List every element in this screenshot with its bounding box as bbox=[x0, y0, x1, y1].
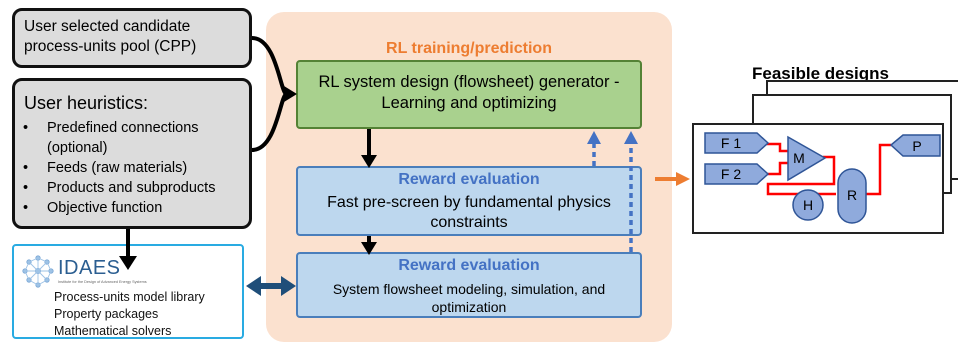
heuristics-title: User heuristics: bbox=[24, 93, 149, 113]
cpp-input-box: User selected candidate process-units po… bbox=[12, 8, 252, 68]
connectors-layer: F 1 F 2 M H R P bbox=[119, 36, 941, 296]
idaes-item: Property packages bbox=[54, 307, 159, 321]
idaes-reward2-arrowhead-right bbox=[281, 276, 296, 296]
reward-eval-title: Reward evaluation bbox=[398, 171, 540, 188]
idaes-reward2-arrowhead-left bbox=[246, 276, 261, 296]
to-feasible-designs-arrowhead bbox=[676, 172, 690, 186]
reward-eval-text: System flowsheet modeling, simulation, a… bbox=[332, 281, 606, 315]
user-heuristics-box: User heuristics: Predefined connections … bbox=[12, 78, 252, 229]
idaes-logo bbox=[22, 255, 54, 288]
heuristic-item: Objective function bbox=[21, 198, 253, 218]
idaes-item: Process-units model library bbox=[54, 290, 205, 304]
cpp-text: User selected candidate process-units po… bbox=[24, 18, 197, 55]
cpp-to-generator-arrow bbox=[251, 36, 288, 96]
heuristics-list: Predefined connections (optional) Feeds … bbox=[21, 118, 253, 218]
feed-unit-f2 bbox=[704, 163, 770, 185]
unit-label-f2: F 2 bbox=[721, 166, 741, 182]
heuristics-to-idaes-arrowhead bbox=[119, 256, 137, 270]
flowsheet-units bbox=[704, 132, 941, 224]
heuristic-item: Feeds (raw materials) bbox=[21, 158, 253, 178]
unit-label-r: R bbox=[847, 187, 857, 203]
rl-panel-title: RL training/prediction bbox=[386, 40, 552, 57]
heuristic-item: Products and subproducts bbox=[21, 178, 253, 198]
reward1-feedback-arrowhead bbox=[587, 131, 601, 144]
product-unit-p bbox=[889, 134, 941, 157]
mixer-unit bbox=[787, 135, 827, 182]
heuristic-item: Predefined connections (optional) bbox=[21, 118, 253, 158]
unit-label-m: M bbox=[793, 150, 805, 166]
reward-eval-text: Fast pre-screen by fundamental physics c… bbox=[327, 194, 611, 231]
rl-generator-box: RL system design (flowsheet) generator -… bbox=[296, 60, 642, 129]
reactor-unit bbox=[837, 168, 867, 224]
unit-label-p: P bbox=[912, 138, 921, 154]
reward-eval-prescreen-box: Reward evaluation Fast pre-screen by fun… bbox=[296, 166, 642, 236]
unit-label-h: H bbox=[803, 197, 813, 213]
heater-unit bbox=[792, 189, 824, 221]
unit-label-f1: F 1 bbox=[721, 135, 741, 151]
reward1-to-reward2-arrowhead bbox=[361, 242, 377, 255]
flowsheet-streams bbox=[766, 142, 891, 206]
generator-to-reward1-arrowhead bbox=[361, 155, 377, 168]
generator-text: RL system design (flowsheet) generator -… bbox=[318, 73, 620, 112]
heuristics-to-generator-arrow bbox=[251, 92, 288, 152]
idaes-subtitle: Institute for the Design of Advanced Ene… bbox=[58, 280, 147, 284]
feasible-designs-title: Feasible designs bbox=[752, 64, 889, 83]
idaes-name: IDAES bbox=[58, 257, 121, 279]
reward-eval-title: Reward evaluation bbox=[398, 257, 540, 274]
generator-input-arrowhead bbox=[284, 86, 297, 102]
reward-eval-simulation-box: Reward evaluation System flowsheet model… bbox=[296, 252, 642, 318]
reward2-feedback-arrowhead bbox=[624, 131, 638, 144]
feed-unit-f1 bbox=[704, 132, 770, 154]
